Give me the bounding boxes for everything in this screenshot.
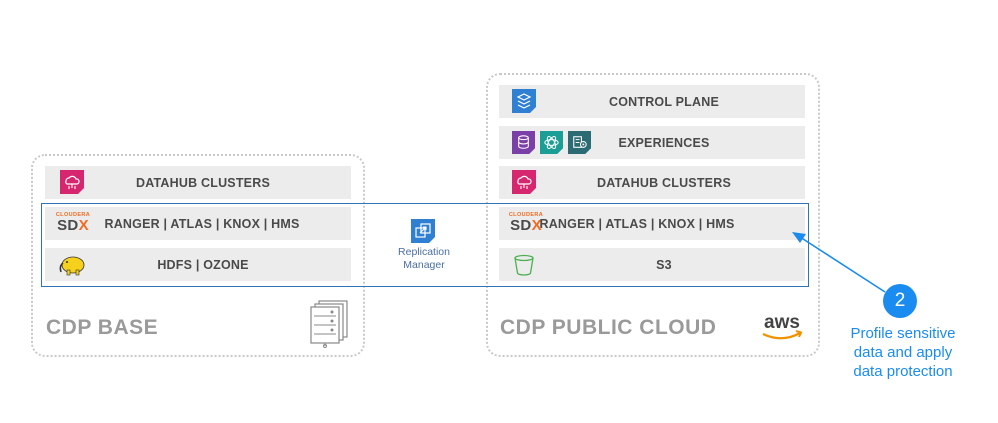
cdp-public-cloud-title: CDP PUBLIC CLOUD — [500, 316, 717, 339]
base-datahub-label: DATAHUB CLUSTERS — [136, 175, 270, 190]
cloud-control-label: CONTROL PLANE — [608, 94, 719, 109]
datahub-cloud-icon — [512, 170, 536, 194]
cloud-security-row[interactable]: CLOUDERA SDX RANGER | ATLAS | KNOX | HMS — [499, 207, 805, 240]
data-warehouse-icon — [512, 131, 535, 154]
sdx-logo: CLOUDERA SDX — [508, 212, 544, 234]
data-engineering-icon — [568, 131, 591, 154]
cloud-security-label: RANGER | ATLAS | KNOX | HMS — [539, 216, 735, 231]
server-rack-icon — [310, 300, 348, 348]
cdp-public-cloud-panel — [486, 73, 820, 357]
cloud-experiences-label: EXPERIENCES — [618, 135, 710, 150]
s3-bucket-icon — [514, 254, 534, 276]
base-storage-label: HDFS | OZONE — [157, 257, 249, 272]
cloud-control-row[interactable]: CONTROL PLANE — [499, 85, 805, 118]
cdp-base-panel — [31, 154, 365, 357]
cloud-datahub-row[interactable]: DATAHUB CLUSTERS — [499, 166, 805, 199]
cloud-storage-label: S3 — [656, 257, 672, 272]
sdx-highlight-box — [41, 203, 809, 287]
control-plane-icon — [512, 89, 536, 113]
svg-text:aws: aws — [764, 312, 800, 333]
hadoop-elephant-icon — [59, 256, 85, 276]
cdp-base-title: CDP BASE — [46, 316, 159, 339]
base-security-row[interactable]: CLOUDERA SDX RANGER | ATLAS | KNOX | HMS — [45, 207, 351, 240]
base-datahub-row[interactable]: DATAHUB CLUSTERS — [45, 166, 351, 199]
cloud-datahub-label: DATAHUB CLUSTERS — [597, 175, 731, 190]
aws-logo: aws — [762, 312, 803, 340]
sdx-logo: CLOUDERA SDX — [55, 212, 91, 234]
cloud-storage-row[interactable]: S3 — [499, 248, 805, 281]
callout-number-badge: 2 — [883, 284, 917, 318]
callout-text: Profile sensitive data and apply data pr… — [850, 325, 956, 380]
datahub-cloud-icon — [60, 170, 84, 194]
cloud-experiences-row[interactable]: EXPERIENCES — [499, 126, 805, 159]
machine-learning-icon — [540, 131, 563, 154]
base-security-label: RANGER | ATLAS | KNOX | HMS — [104, 216, 300, 231]
replication-manager-label: Replication Manager — [398, 246, 450, 271]
base-storage-row[interactable]: HDFS | OZONE — [45, 248, 351, 281]
replication-manager-icon[interactable] — [411, 219, 435, 243]
